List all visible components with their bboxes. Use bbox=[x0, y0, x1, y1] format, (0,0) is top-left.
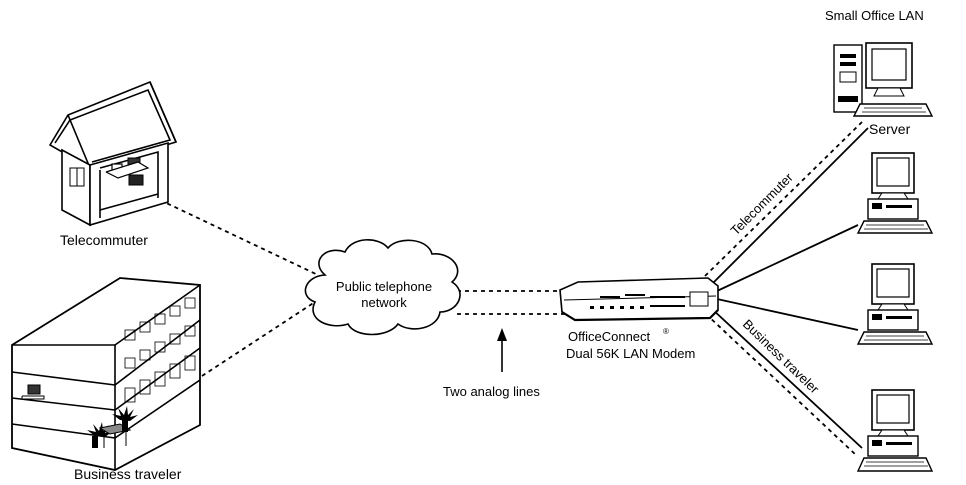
traveler-dial-line bbox=[201, 299, 319, 377]
cloud-icon bbox=[304, 239, 461, 336]
telecommuter-label: Telecommuter bbox=[60, 232, 148, 248]
workstation-2-icon bbox=[856, 152, 934, 234]
cloud-label-line2: network bbox=[361, 295, 407, 310]
pc4-lan-link bbox=[711, 308, 863, 449]
cloud-label-line1: Public telephone bbox=[336, 279, 432, 294]
workstation-4-icon bbox=[856, 389, 934, 472]
small-office-lan-title: Small Office LAN bbox=[825, 8, 924, 23]
modem-label-line1: OfficeConnect bbox=[568, 329, 651, 344]
server-lan-link bbox=[711, 127, 869, 285]
modem-icon bbox=[559, 277, 719, 322]
house-icon bbox=[48, 80, 178, 227]
server-icon bbox=[833, 42, 934, 117]
telecommuter-link-dashed bbox=[704, 121, 863, 277]
business-traveler-label: Business traveler bbox=[74, 466, 182, 482]
analog-arrow-head bbox=[497, 328, 507, 341]
modem-label-line2: Dual 56K LAN Modem bbox=[566, 346, 695, 361]
telecommuter-dial-line bbox=[159, 199, 319, 276]
traveler-link-dashed bbox=[705, 313, 857, 456]
business-traveler-connection-label: Business traveler bbox=[740, 316, 823, 397]
pc3-lan-link bbox=[716, 298, 859, 331]
server-label: Server bbox=[869, 121, 911, 137]
workstation-3-icon bbox=[856, 263, 934, 345]
two-analog-lines-label: Two analog lines bbox=[443, 384, 540, 399]
telecommuter-connection-label: Telecommuter bbox=[728, 169, 797, 238]
connections bbox=[159, 121, 869, 456]
modem-registered-mark: ® bbox=[663, 327, 669, 336]
pc2-lan-link bbox=[716, 224, 859, 292]
office-building-icon bbox=[11, 277, 201, 471]
